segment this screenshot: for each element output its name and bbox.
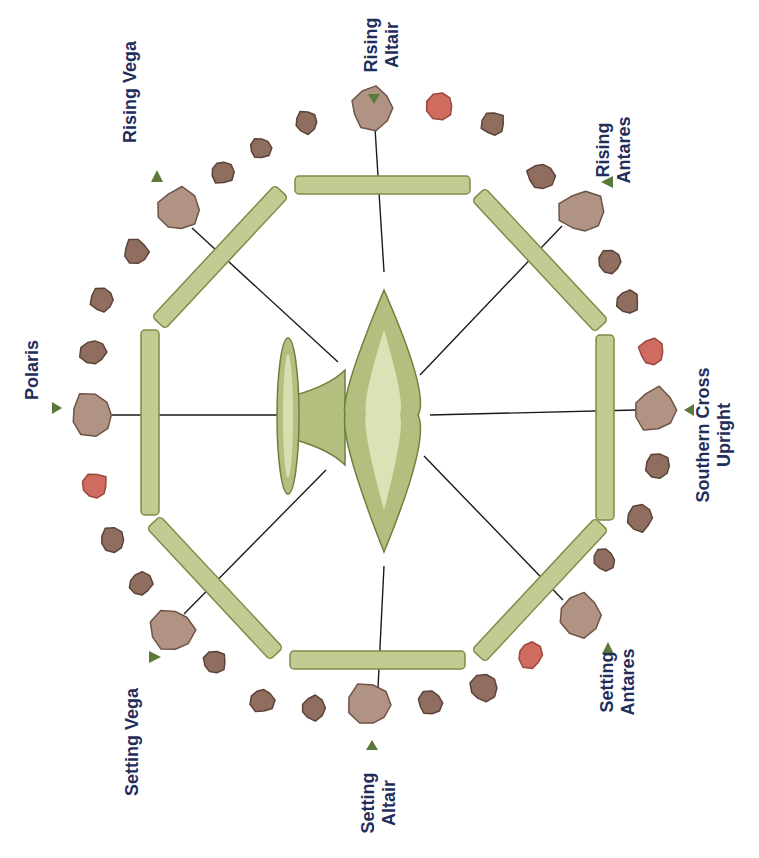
stone bbox=[203, 652, 225, 673]
stone bbox=[296, 112, 317, 135]
log bbox=[152, 185, 288, 329]
pointer-triangle bbox=[368, 94, 380, 104]
stone bbox=[212, 162, 234, 183]
stone bbox=[80, 341, 107, 364]
stone bbox=[129, 572, 153, 595]
red-stone bbox=[638, 338, 662, 365]
stone bbox=[102, 528, 124, 553]
stone bbox=[125, 240, 150, 264]
pointer-triangle bbox=[684, 404, 694, 416]
sight-line bbox=[375, 128, 384, 272]
pointer-triangle bbox=[149, 651, 161, 663]
cairn-end-inner bbox=[283, 354, 293, 478]
stone bbox=[636, 386, 677, 430]
stone bbox=[303, 695, 326, 721]
log bbox=[472, 188, 608, 332]
stone bbox=[150, 611, 196, 650]
pointer-triangle bbox=[52, 402, 62, 414]
red-stone bbox=[519, 642, 543, 669]
log bbox=[472, 518, 608, 662]
stone bbox=[560, 592, 601, 638]
log bbox=[141, 330, 159, 515]
red-stone bbox=[83, 474, 107, 498]
stone bbox=[73, 394, 111, 437]
log bbox=[295, 176, 470, 194]
star-label: Setting Vega bbox=[122, 652, 143, 832]
stone bbox=[594, 549, 614, 571]
star-label: Setting Altair bbox=[358, 763, 399, 843]
stone bbox=[527, 164, 556, 188]
sight-lines bbox=[112, 128, 636, 688]
stone bbox=[646, 454, 670, 478]
star-label: Rising Altair bbox=[361, 10, 402, 80]
star-label: Setting Antares bbox=[597, 640, 638, 725]
stone bbox=[470, 675, 497, 702]
star-label: Rising Vega bbox=[120, 2, 141, 182]
cairn-neck bbox=[296, 370, 345, 465]
cairn-lens-inner bbox=[365, 330, 401, 510]
pointer-triangle bbox=[601, 176, 613, 188]
log-ring bbox=[141, 176, 614, 669]
stone bbox=[250, 690, 275, 712]
cairn-lens bbox=[344, 290, 420, 552]
star-label: Southern Cross Upright bbox=[693, 360, 734, 510]
stone bbox=[599, 250, 621, 273]
stone bbox=[352, 86, 393, 131]
pointer-marks bbox=[52, 94, 694, 750]
central-cairn bbox=[277, 290, 420, 552]
sight-line bbox=[184, 470, 326, 614]
stone bbox=[418, 691, 442, 714]
sight-line bbox=[112, 414, 278, 415]
pointer-triangle bbox=[151, 170, 163, 182]
sight-line bbox=[192, 228, 338, 362]
stones bbox=[73, 86, 676, 723]
cairn-end bbox=[277, 338, 299, 494]
log bbox=[147, 516, 283, 660]
stone bbox=[481, 113, 503, 135]
log bbox=[596, 335, 614, 520]
stone bbox=[349, 684, 391, 723]
stone bbox=[559, 191, 604, 231]
pointer-triangle bbox=[366, 740, 378, 750]
stone bbox=[251, 139, 272, 158]
star-label: Rising Antares bbox=[593, 110, 634, 190]
stone bbox=[628, 505, 653, 533]
stone bbox=[158, 187, 199, 229]
star-label: Polaris bbox=[22, 300, 43, 440]
stone bbox=[90, 288, 113, 312]
stone bbox=[617, 290, 638, 313]
red-stone bbox=[427, 93, 452, 120]
log bbox=[290, 651, 465, 669]
